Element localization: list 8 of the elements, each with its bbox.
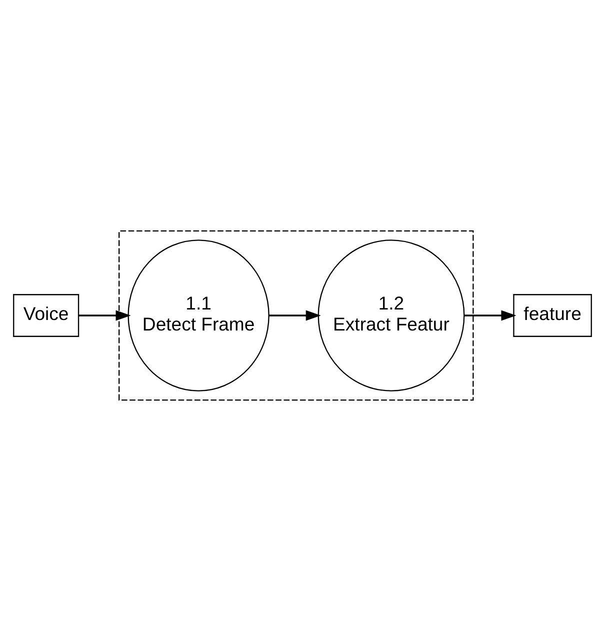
arrow <box>78 310 131 320</box>
node-circle: 1.1 Detect Frame <box>128 239 270 391</box>
cluster <box>118 230 474 400</box>
node-box: feature <box>513 294 592 336</box>
node-box: Voice <box>13 294 80 336</box>
arrow <box>268 310 321 320</box>
node-circle: 1.2 Extract Featur <box>318 239 465 391</box>
arrow <box>464 310 516 320</box>
